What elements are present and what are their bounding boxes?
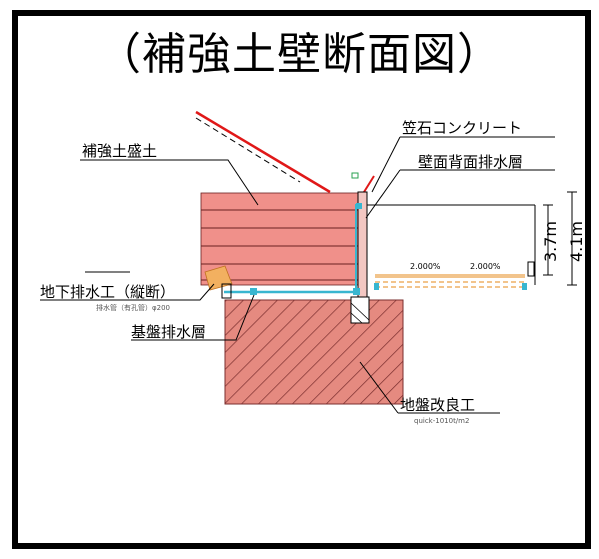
leader-lines xyxy=(40,136,555,414)
road-drain-right xyxy=(522,283,527,290)
label-coping-concrete: 笠石コンクリート xyxy=(402,119,523,137)
wall-footing xyxy=(350,296,370,324)
road-curb xyxy=(527,261,535,277)
embankment-dashed-line xyxy=(195,117,301,183)
label-underground-drain: 地下排水工（縦断） xyxy=(40,283,176,301)
road-pavement xyxy=(375,274,525,288)
dimension-4-1m: 4.1m xyxy=(567,220,587,263)
coping-slope-line xyxy=(363,175,375,193)
label-wall-back-drain: 壁面背面排水層 xyxy=(418,153,524,171)
coping-concrete xyxy=(356,203,362,209)
reinforced-fill-body xyxy=(200,192,359,286)
slope-left: 2.000% xyxy=(410,262,441,271)
embankment-slope-line xyxy=(195,110,331,194)
diagram-title: （補強土壁断面図） xyxy=(97,29,502,80)
label-drain-pipe-note: 排水管（有孔管）φ200 xyxy=(96,304,170,312)
green-marker xyxy=(351,172,359,179)
label-ground-improvement: 地盤改良工 xyxy=(400,396,476,414)
footing-hatch-2 xyxy=(350,312,363,324)
footing-hatch xyxy=(350,302,370,321)
reinforcement-layers xyxy=(201,209,358,281)
label-improvement-note: quick-1010t/m2 xyxy=(414,417,470,425)
dimension-lines xyxy=(543,191,577,286)
drain-node-right xyxy=(353,288,360,295)
label-reinforced-fill: 補強土盛土 xyxy=(82,142,158,160)
drain-pipe-box xyxy=(221,283,232,299)
label-foundation-drain: 基盤排水層 xyxy=(131,323,207,341)
drain-node-left xyxy=(250,288,257,295)
slope-right: 2.000% xyxy=(470,262,501,271)
road-drain-left xyxy=(374,283,379,290)
ground-improvement-area xyxy=(224,299,404,405)
dimension-3-7m: 3.7m xyxy=(541,220,561,263)
